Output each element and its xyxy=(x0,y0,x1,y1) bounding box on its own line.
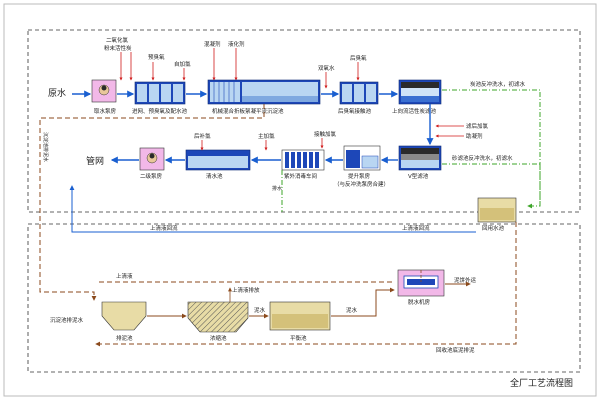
service-pump-label: 二级泵房 xyxy=(140,172,163,180)
intake-pump-house xyxy=(91,79,117,103)
supernatant-return-label-2: 上清液回流 xyxy=(402,224,430,232)
lift-pump-label: 提升泵房 xyxy=(348,172,371,180)
main-chlorine-label: 主加氯 xyxy=(258,132,275,140)
cake-out-label: 泥饼外运 xyxy=(454,276,477,284)
coagulant-label: 混凝剂 xyxy=(204,40,221,48)
hydrogen-peroxide-label: 双氧水 xyxy=(318,64,335,72)
upflow-gac-label: 上向流活性炭滤池 xyxy=(392,107,437,115)
gac-backwash-line xyxy=(442,89,541,209)
powdered-carbon-label: 粉末活性炭 xyxy=(104,44,132,52)
contact-chlorine-label: 接触加氯 xyxy=(314,130,337,138)
v-filter-label: V型滤池 xyxy=(408,172,429,180)
clearwell-label: 清水池 xyxy=(206,172,223,180)
balance-tank xyxy=(269,301,331,331)
sludge-tank-label: 排泥池 xyxy=(116,334,133,342)
sed-sludge-line xyxy=(39,104,265,301)
pre-ozone-contact-tank xyxy=(134,81,186,105)
sludge-water-label: 泥水 xyxy=(254,306,266,314)
recycle-sludge-line xyxy=(95,222,517,347)
diagram-title: 全厂工艺流程图 xyxy=(510,377,573,389)
uv-disinfection-label: 紫外消毒车间 xyxy=(284,172,317,180)
coag-aid-label: 助凝剂 xyxy=(466,132,483,140)
gac-backwash-label: 炭池反冲洗水，初滤水 xyxy=(470,80,526,88)
dewatering-house xyxy=(397,269,445,297)
service-pump-house xyxy=(139,147,165,171)
self-chlorination-label: 自加氯 xyxy=(174,60,191,68)
recovery-tank xyxy=(477,197,517,223)
dewatering-label: 脱水机房 xyxy=(408,298,431,306)
supernatant-return-line xyxy=(69,185,476,233)
upflow-gac-filter xyxy=(398,79,442,105)
thickener-tank xyxy=(187,301,249,333)
post-chlorine-label: 后补氯 xyxy=(194,132,211,140)
uv-disinfection-unit xyxy=(281,149,325,171)
pre-ozone-contact-label: 进网、预臭氧及配水池 xyxy=(132,107,188,115)
sludge-water-label-2: 泥水 xyxy=(346,306,358,314)
clearwell-tank xyxy=(185,149,251,171)
recovery-tank-label: 回用水池 xyxy=(482,224,505,232)
sludge-drain-label-left: 沉淀池排泥水 xyxy=(42,132,49,162)
sedimentation-tank-label: 机械混合折板絮凝平流沉淀池 xyxy=(212,107,284,115)
pre-ozone-label: 预臭氧 xyxy=(148,53,165,61)
water-treatment-zone xyxy=(27,29,581,213)
supernatant-return-label: 上清液回流 xyxy=(150,224,178,232)
raw-water-label: 原水 xyxy=(48,87,66,99)
sludge-tank xyxy=(101,301,147,331)
intake-pump-label: 取水泵房 xyxy=(94,107,117,115)
supernatant-label: 上清液 xyxy=(116,272,133,280)
sand-backwash-label: 砂滤池反冲洗水，初滤水 xyxy=(452,154,513,162)
sludge-drain-label-bottom: 沉淀池排泥水 xyxy=(50,316,84,324)
thickener-label: 浓缩池 xyxy=(210,334,227,342)
sedimentation-tank xyxy=(207,79,321,105)
post-ozone-contact-label: 后臭氧接触池 xyxy=(338,107,372,115)
supernatant-out-label: 上清液排放 xyxy=(232,286,260,294)
sludge-treatment-zone xyxy=(27,223,581,373)
chlorine-dioxide-label: 二氧化氯 xyxy=(106,36,129,44)
v-filter xyxy=(398,145,442,171)
post-ozone-contact-tank xyxy=(339,81,379,105)
ozone-feed-label: 液化剂 xyxy=(228,40,245,48)
lift-pump-note: （与反冲洗泵房合建） xyxy=(334,180,389,188)
balance-tank-label: 平衡池 xyxy=(290,334,307,342)
drain-label: 排水 xyxy=(272,185,282,192)
lift-pump-house xyxy=(343,145,381,171)
pre-chlorine-label: 滤后加氯 xyxy=(466,122,489,130)
pipe-network-label: 管网 xyxy=(86,155,104,167)
post-ozone-label: 后臭氧 xyxy=(350,54,367,62)
recycle-sludge-label: 回收池底泥排泥 xyxy=(436,346,475,354)
balance-to-dewater-flow xyxy=(331,287,395,317)
